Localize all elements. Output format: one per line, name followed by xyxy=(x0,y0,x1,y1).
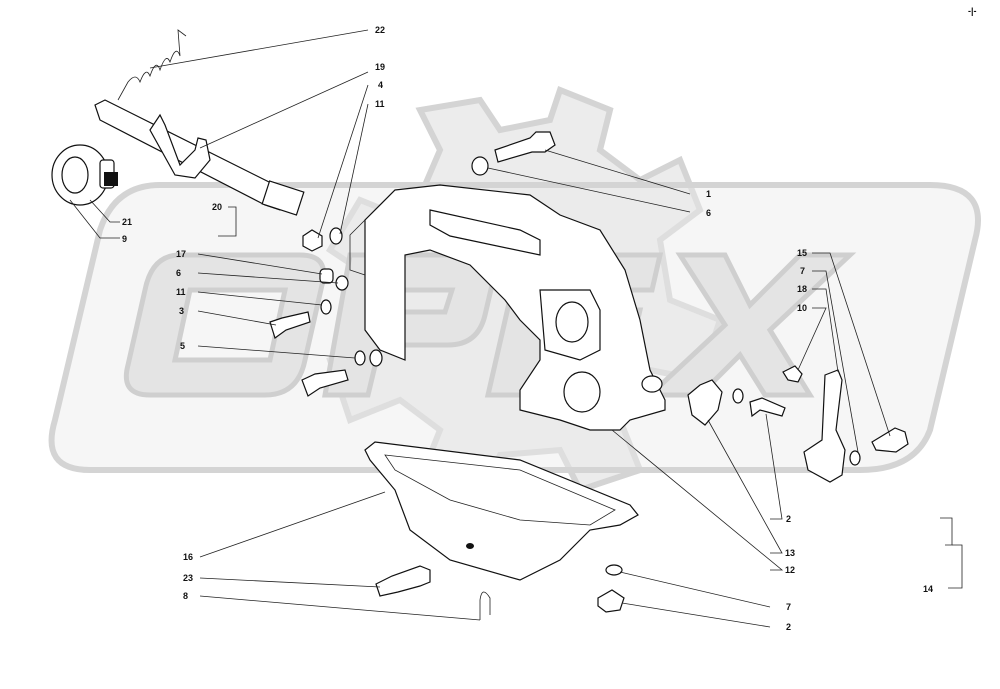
leader-lines xyxy=(69,29,963,628)
callout-4: 4 xyxy=(378,80,383,90)
callout-2: 2 xyxy=(786,514,791,524)
spring-washer xyxy=(320,299,332,315)
callout-11: 11 xyxy=(176,287,186,297)
callout-22: 22 xyxy=(375,25,385,35)
spring-washer xyxy=(849,450,861,466)
washer xyxy=(369,349,383,367)
washer xyxy=(471,156,489,176)
split-pin xyxy=(479,591,491,620)
spring-washer xyxy=(354,350,366,366)
callout-9: 9 xyxy=(122,234,127,244)
lever xyxy=(803,369,846,483)
corner-mark: -|- xyxy=(968,6,977,16)
spring-washer xyxy=(732,388,744,404)
callout-18: 18 xyxy=(797,284,807,294)
callout-3: 3 xyxy=(179,306,184,316)
callout-14: 14 xyxy=(923,584,933,594)
callout-8: 8 xyxy=(183,591,188,601)
callout-6: 6 xyxy=(706,208,711,218)
callout-21: 21 xyxy=(122,217,132,227)
release-bearing xyxy=(51,144,118,206)
callout-20: 20 xyxy=(212,202,222,212)
bushing xyxy=(319,268,334,284)
callout-10: 10 xyxy=(797,303,807,313)
callout-15: 15 xyxy=(797,248,807,258)
bolt xyxy=(597,589,625,613)
bolt xyxy=(871,427,909,453)
bolt xyxy=(301,369,349,397)
spring-washer xyxy=(329,227,343,245)
callout-13: 13 xyxy=(785,548,795,558)
grease-nipple xyxy=(782,365,803,383)
watermark-letter-o xyxy=(123,252,327,398)
callout-11: 11 xyxy=(375,99,385,109)
callout-1: 1 xyxy=(706,189,711,199)
callout-19: 19 xyxy=(375,62,385,72)
parts xyxy=(51,29,909,620)
callout-16: 16 xyxy=(183,552,193,562)
drain-plug-sensor xyxy=(375,565,431,597)
oil-pan xyxy=(364,441,639,581)
callout-2: 2 xyxy=(786,622,791,632)
bolt xyxy=(494,131,556,163)
callout-5: 5 xyxy=(180,341,185,351)
bracket xyxy=(687,379,723,426)
bolt xyxy=(749,397,786,418)
callout-7: 7 xyxy=(786,602,791,612)
nut xyxy=(302,229,323,252)
callout-labels: 22 19 4 11 21 9 20 17 6 11 3 5 1 6 15 7 … xyxy=(122,25,933,632)
return-spring xyxy=(117,29,187,101)
spring-washer xyxy=(605,564,623,576)
bolt xyxy=(269,311,311,339)
callout-17: 17 xyxy=(176,249,186,259)
callout-7: 7 xyxy=(800,266,805,276)
clutch-housing xyxy=(349,184,666,431)
callout-23: 23 xyxy=(183,573,193,583)
callout-6: 6 xyxy=(176,268,181,278)
callout-12: 12 xyxy=(785,565,795,575)
release-fork-shaft xyxy=(94,99,305,216)
